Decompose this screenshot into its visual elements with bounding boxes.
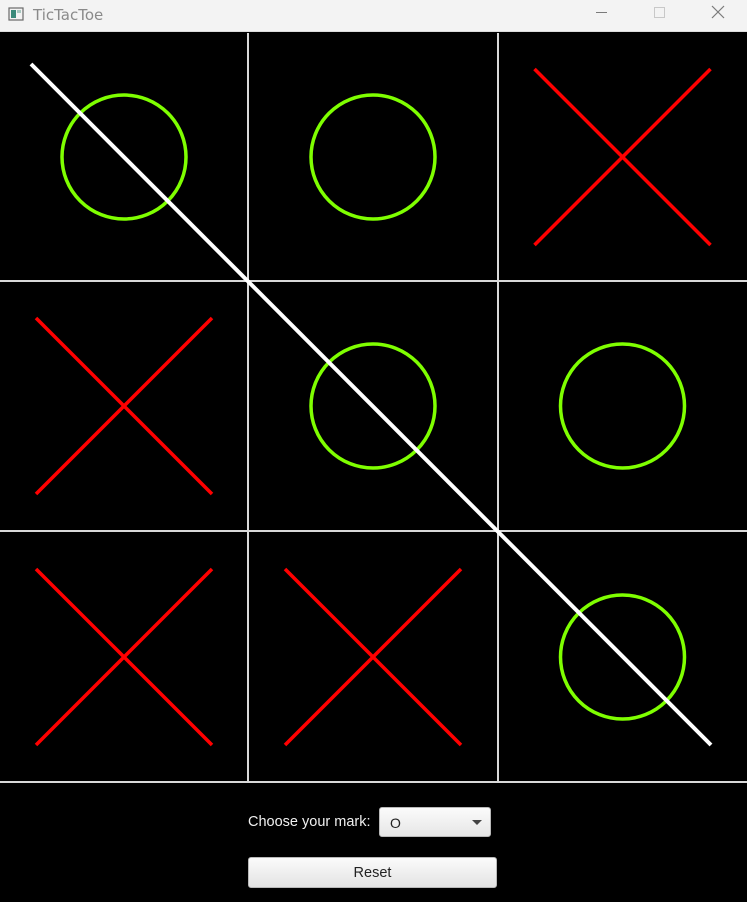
cell-hit-area[interactable] — [248, 33, 498, 281]
winning-line — [29, 62, 713, 747]
x-mark-icon — [283, 567, 463, 747]
o-mark-icon — [309, 342, 437, 470]
game-board — [0, 33, 747, 783]
minimize-button[interactable] — [572, 0, 630, 32]
board-cell[interactable] — [498, 531, 747, 783]
minimize-icon — [596, 12, 607, 13]
title-bar[interactable]: TicTacToe — [0, 0, 747, 32]
o-mark-icon — [558, 593, 687, 721]
close-icon — [711, 5, 725, 19]
maximize-icon — [654, 7, 665, 18]
mark-select-value: O — [390, 815, 401, 831]
maximize-button[interactable] — [630, 0, 688, 32]
mark-label: Choose your mark: — [248, 814, 371, 830]
x-mark-icon — [34, 567, 214, 747]
close-button[interactable] — [689, 0, 747, 32]
o-mark-icon — [558, 342, 687, 470]
board-cell[interactable] — [0, 531, 248, 783]
window-title: TicTacToe — [33, 6, 104, 24]
o-mark-icon — [60, 93, 188, 221]
x-mark-icon — [533, 67, 712, 247]
chevron-down-icon — [472, 820, 482, 825]
reset-button[interactable]: Reset — [248, 857, 497, 888]
board-cell[interactable] — [498, 281, 747, 531]
board-cell[interactable] — [0, 281, 248, 531]
mark-select[interactable]: O — [379, 807, 491, 837]
o-mark-icon — [309, 93, 437, 221]
cell-hit-area[interactable] — [498, 281, 747, 531]
x-mark-icon — [34, 316, 214, 496]
app-window-icon — [8, 6, 24, 22]
board-cell[interactable] — [498, 33, 747, 281]
board-cell[interactable] — [0, 33, 248, 281]
board-cell[interactable] — [248, 33, 498, 281]
board-cell[interactable] — [248, 531, 498, 783]
board-cell[interactable] — [248, 281, 498, 531]
controls-panel: Choose your mark: O Reset — [0, 783, 747, 902]
